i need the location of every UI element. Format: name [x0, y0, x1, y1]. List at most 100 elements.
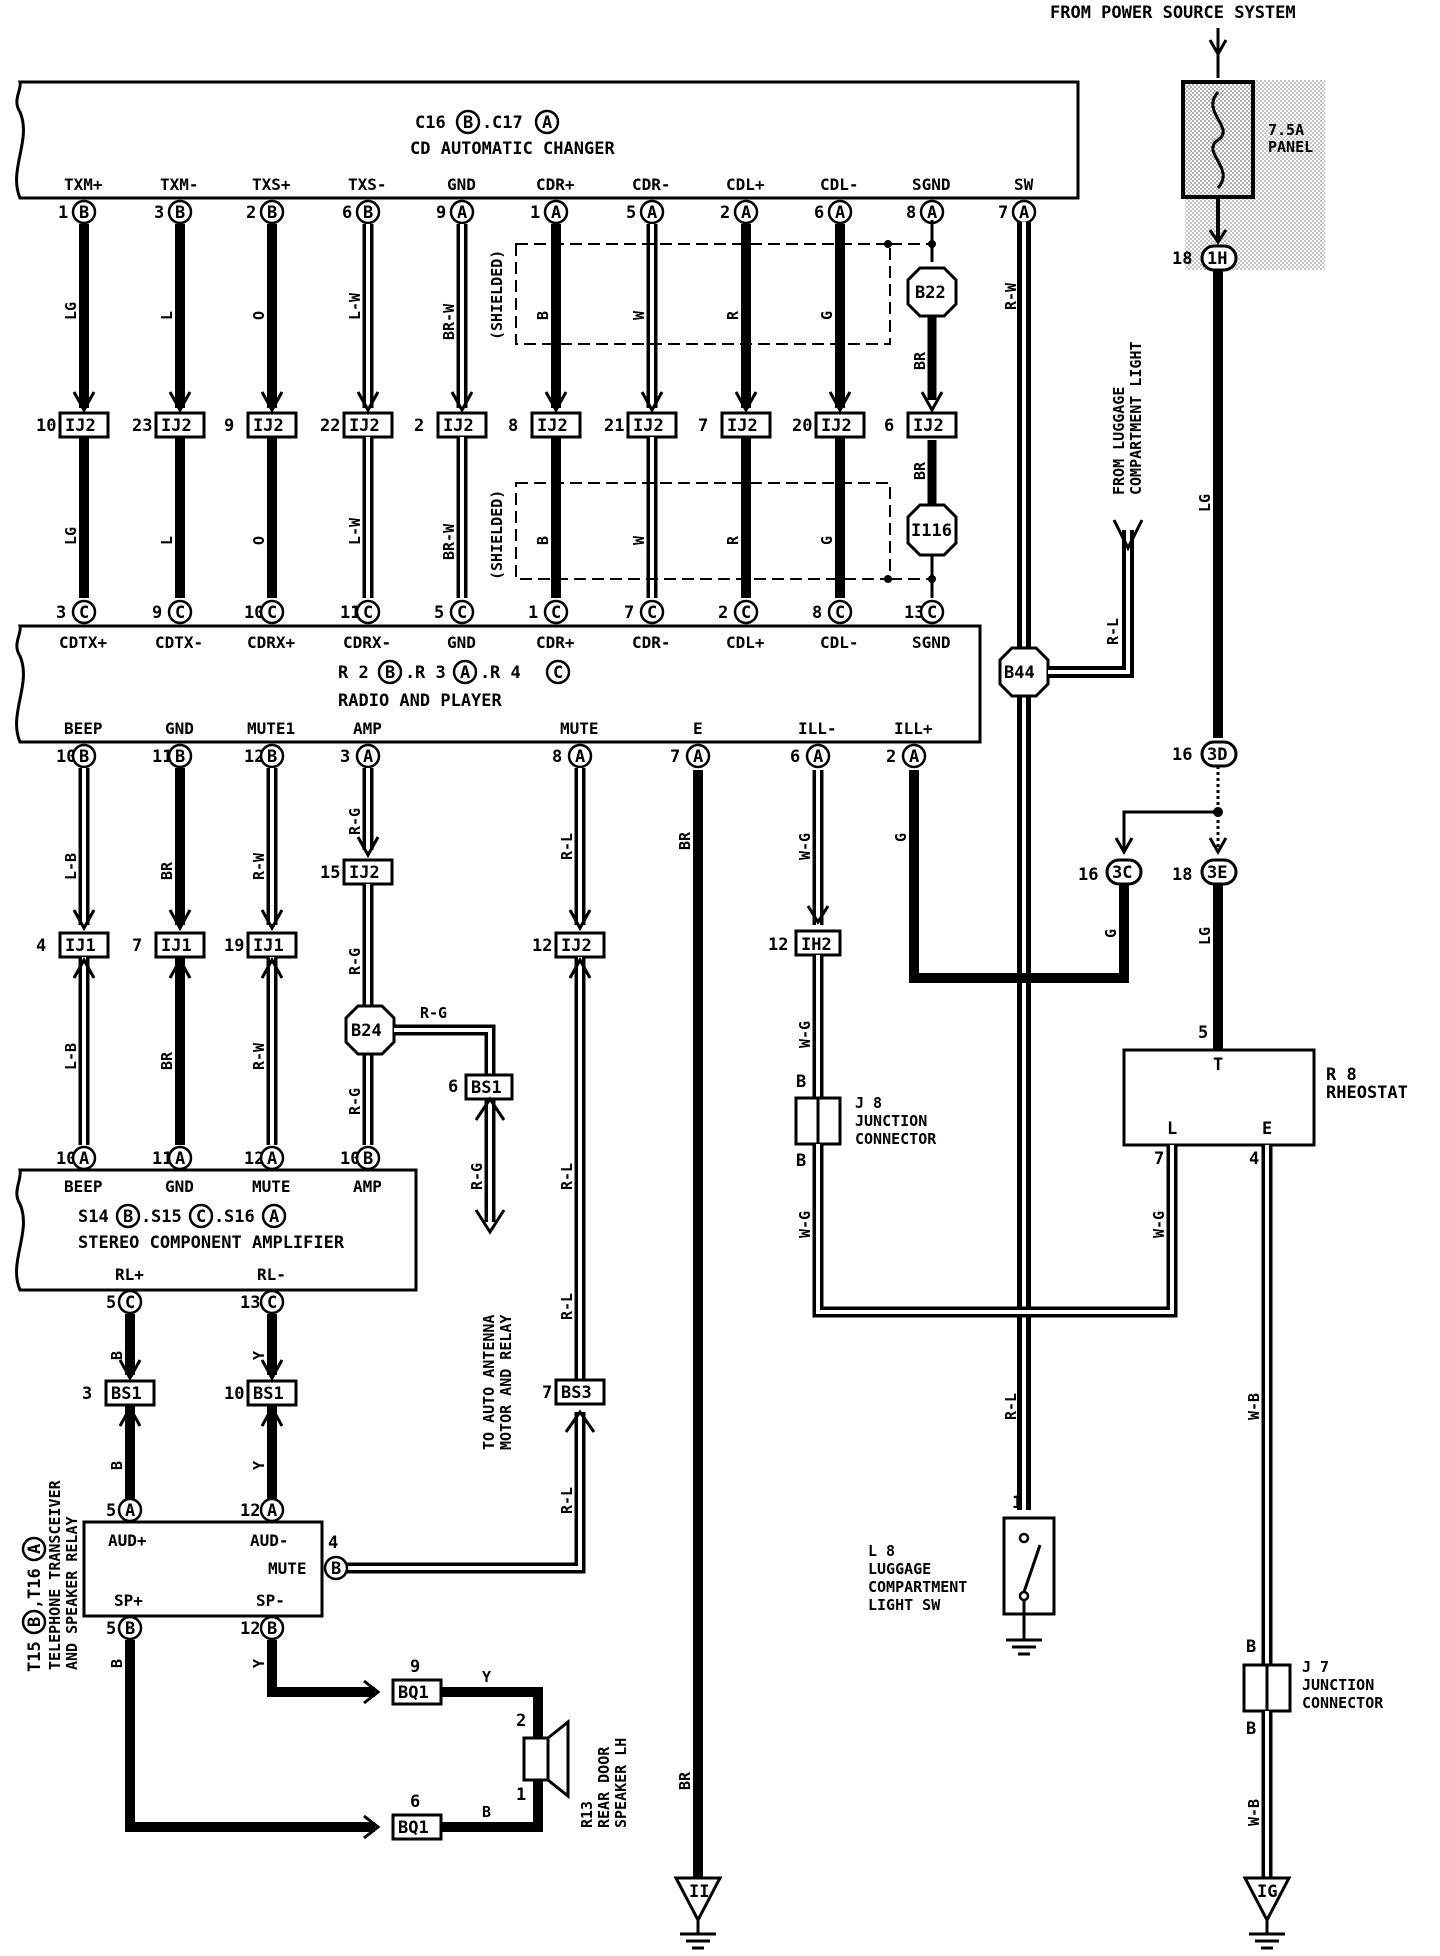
mid-wire-code-7: R [724, 535, 742, 545]
sp-plus-code: B [108, 1659, 126, 1668]
splice-b24-label: B24 [351, 1021, 382, 1041]
tel-pin-aud-plus-ring [117, 1497, 143, 1523]
amp-id3: S16 [224, 1207, 255, 1227]
bs1-antenna-text: BS1 [471, 1078, 502, 1098]
cd-pin-2-letter: B [267, 203, 277, 223]
bs3-wire-a: R-L [558, 1293, 576, 1320]
amp-id2-suffix: C [196, 1207, 206, 1227]
tel-pin-aud-minus-pin: 12 [240, 1501, 260, 1521]
j3c-text: 3C [1112, 863, 1132, 883]
sp-minus-wire [267, 1640, 375, 1697]
luggage-sw-line2: COMPARTMENT [868, 1578, 967, 1596]
bq1-wire-top: Y [482, 1668, 491, 1686]
upper-wire-code-1: L [158, 311, 176, 320]
j7-line2: CONNECTOR [1302, 1694, 1384, 1712]
ij1-1-label: IJ1 [161, 936, 192, 956]
amp-id3-suffix: A [269, 1207, 279, 1227]
mute-code-b: R-L [558, 1163, 576, 1190]
radio-bottom-pin-3-ring [355, 743, 381, 769]
radio-top-pin-1-letter: C [175, 603, 185, 623]
mid-wire-code-0: LG [62, 527, 80, 545]
j3d-text: 3D [1207, 745, 1227, 765]
radio-bottom-terminal-0: BEEP [64, 719, 103, 738]
bq1-top-to-speaker [441, 1687, 543, 1740]
radio-id-suffix: B [385, 663, 395, 683]
telephone-name2: AND SPEAKER RELAY [63, 1516, 81, 1670]
amp-bottom-pin-1-pin: 13 [240, 1293, 260, 1313]
cd-terminal-3: TXS- [348, 175, 387, 194]
tel-in-code-1: Y [250, 1461, 268, 1470]
lower-b-code-1: BR [158, 1051, 176, 1070]
cd-terminal-0: TXM+ [64, 175, 103, 194]
radio-top-pin-8-ring [827, 599, 853, 625]
fuse-conn-text: 1H [1207, 249, 1227, 269]
ground-ii-label: II [689, 1882, 709, 1902]
j3c-pin: 16 [1078, 865, 1098, 885]
tel-pin-sp-minus-ring [259, 1615, 285, 1641]
splice-i116-label: I116 [911, 521, 952, 541]
cd-pin-4-letter: A [457, 203, 467, 223]
rheostat-box [1122, 1048, 1316, 1147]
radio-bottom-pin-7-ring [901, 743, 927, 769]
bs1-lower-1-label: BS1 [253, 1384, 284, 1404]
shielded-label-upper: (SHIELDED) [488, 250, 506, 340]
lower-a-code-1: BR [158, 861, 176, 880]
upper-arrow-3 [356, 391, 380, 414]
amp-top-pin-2-pin: 12 [244, 1149, 264, 1169]
speaker-name1: REAR DOOR [595, 1746, 613, 1828]
cd-changer-id: C16 [415, 113, 446, 133]
radio-bottom-terminal-7: ILL+ [894, 719, 933, 738]
rheostat-t-wire: LG [1196, 927, 1214, 945]
radio-bottom-terminal-3: AMP [353, 719, 382, 738]
amp-top-pin-3-letter: B [363, 1149, 373, 1169]
bq1-bottom-to-speaker [441, 1778, 543, 1832]
cd-changer-box [15, 80, 1080, 200]
cd-changer-id2: C17 [492, 113, 523, 133]
bq1-wire-bottom: B [482, 1803, 491, 1821]
antenna-text-1: TO AUTO ANTENNA [480, 1315, 498, 1450]
radio-box [15, 624, 982, 744]
telephone-box [82, 1520, 324, 1618]
radio-top-pin-3-pin: 11 [340, 603, 360, 623]
amp-bottom-pin-0-letter: C [125, 1293, 135, 1313]
bs1-lower-1-box [246, 1379, 298, 1407]
antenna-text-2: MOTOR AND RELAY [497, 1315, 515, 1450]
cd-pin-4-pin: 9 [436, 203, 446, 223]
cd-pin-1-ring [167, 199, 193, 225]
radio-bottom-pin-7-letter: A [909, 747, 919, 767]
radio-top-pin-9-ring [919, 599, 945, 625]
amp-bottom-terminal-0: RL+ [115, 1265, 144, 1284]
cd-pin-9-letter: A [927, 203, 937, 223]
radio-bottom-pin-2-pin: 12 [244, 747, 264, 767]
tel-pin-sp-plus-letter: B [125, 1619, 135, 1639]
radio-top-pin-7-letter: C [741, 603, 751, 623]
radio-top-pin-9-letter: C [927, 603, 937, 623]
cd-changer-name: CD AUTOMATIC CHANGER [410, 139, 615, 159]
radio-bottom-pin-3-letter: A [363, 747, 373, 767]
ij2-upper-1-pin: 23 [132, 416, 152, 436]
luggage-sw-line1: LUGGAGE [868, 1560, 931, 1578]
sgnd-wire-upper: BR [911, 351, 929, 370]
bs1-lower-0-pin: 3 [82, 1384, 92, 1404]
radio-name: RADIO AND PLAYER [338, 691, 503, 711]
ij2-lower-amp-pin: 15 [320, 863, 340, 883]
splice-i116 [906, 503, 958, 557]
svg-text:T15: T15 [25, 1641, 45, 1672]
upper-wire-code-7: R [724, 310, 742, 320]
radio-top-pin-4-letter: C [457, 603, 467, 623]
radio-top-terminal-4: GND [447, 633, 476, 652]
radio-id: R 2 [338, 663, 369, 683]
radio-top-pin-3-letter: C [363, 603, 373, 623]
radio-top-pin-0-ring [71, 599, 97, 625]
svg-text:.: . [214, 1207, 224, 1227]
ij2-upper-4-pin: 2 [414, 416, 424, 436]
ij2-upper-3-pin: 22 [320, 416, 340, 436]
radio-top-pin-5-pin: 1 [528, 603, 538, 623]
splice-b22 [906, 266, 958, 318]
cd-pin-2-pin: 2 [246, 203, 256, 223]
radio-top-pin-6-letter: C [647, 603, 657, 623]
radio-bottom-pin-7-pin: 2 [886, 747, 896, 767]
svg-text:.: . [480, 663, 490, 683]
bq1-pin-bottom: 6 [410, 1792, 420, 1812]
